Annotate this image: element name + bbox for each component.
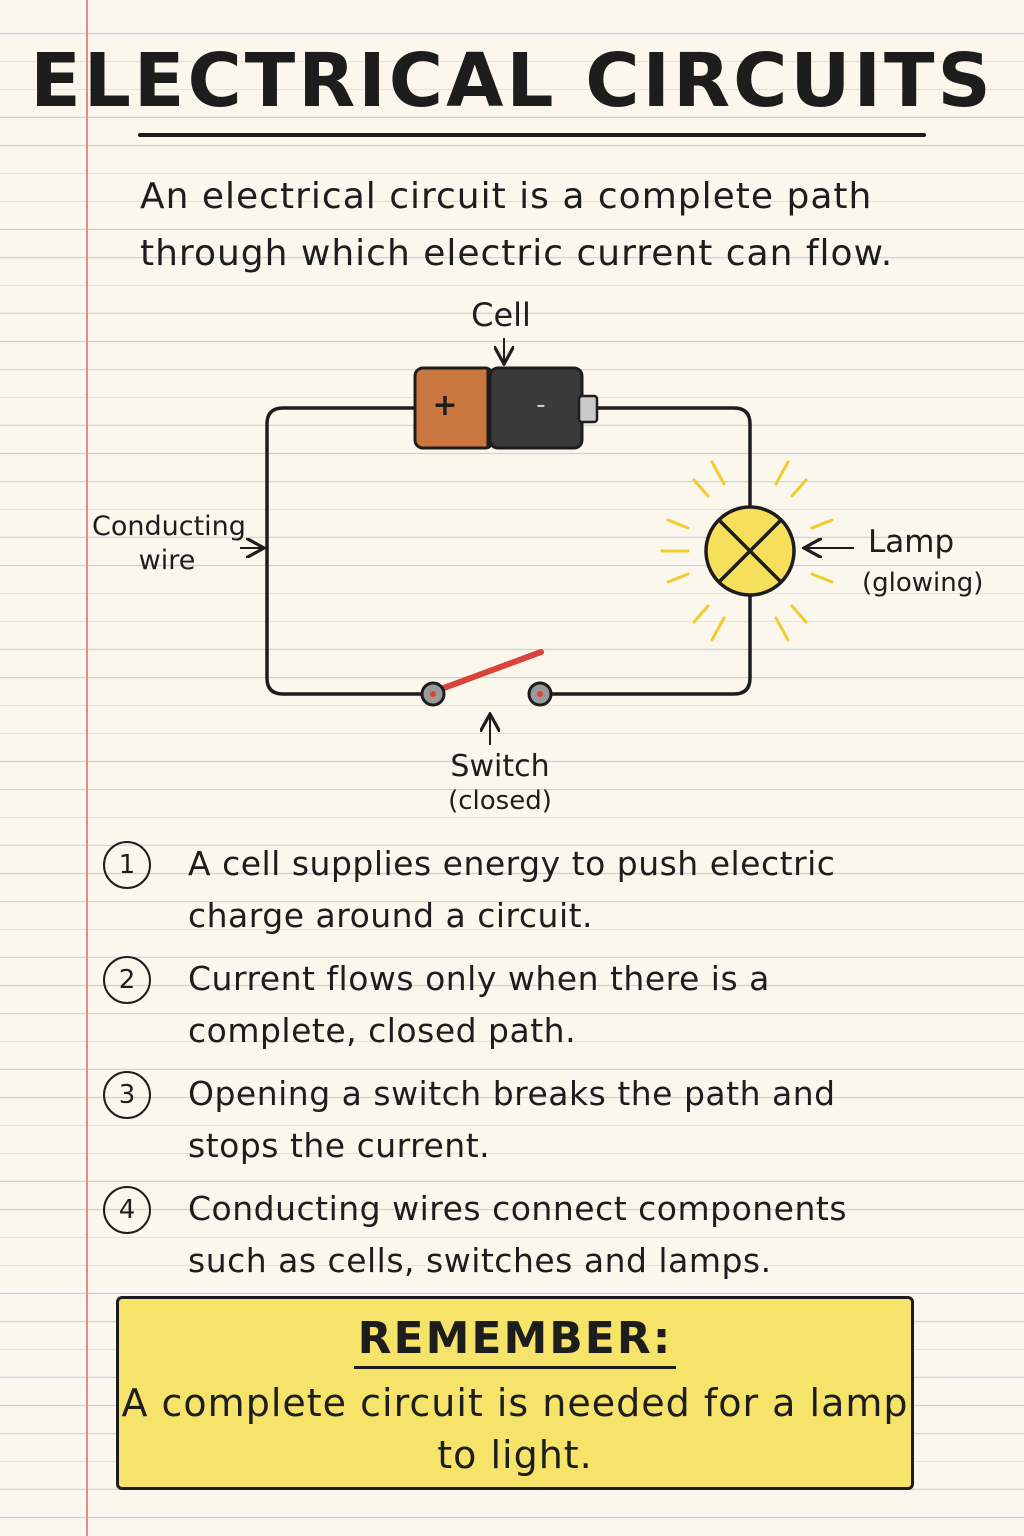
- lamp-glow-icon: [660, 460, 834, 642]
- notebook-margin-line: [86, 0, 88, 1536]
- circuit-diagram: [240, 338, 854, 745]
- lamp-icon: [704, 505, 796, 597]
- wire-label-line1: Conducting: [92, 511, 246, 542]
- point-text: Current flows only when there is a compl…: [188, 959, 770, 1050]
- wire-label-line2: wire: [138, 545, 196, 576]
- point-text: Opening a switch breaks the path and sto…: [188, 1074, 836, 1165]
- wire-label: Conducting wire: [92, 510, 246, 578]
- intro-text: An electrical circuit is a complete path…: [140, 176, 894, 274]
- list-item: 4 Conducting wires connect components su…: [100, 1183, 920, 1298]
- lamp-label: Lamp: [868, 524, 955, 560]
- conducting-wire-lamp-bottom: [540, 587, 752, 696]
- lamp-state-label: (glowing): [862, 568, 984, 598]
- cell-label: Cell: [471, 296, 531, 334]
- conducting-wire-right: [598, 406, 752, 515]
- point-number: 3: [103, 1071, 151, 1119]
- point-text: A cell supplies energy to push electric …: [188, 844, 836, 935]
- conducting-wire: [265, 406, 433, 696]
- switch-state-label: (closed): [448, 786, 552, 816]
- cell-minus-sign: -: [536, 390, 546, 420]
- title-underline: [138, 133, 926, 137]
- point-number: 1: [103, 841, 151, 889]
- cell-plus-sign: +: [432, 388, 458, 423]
- cell-icon: [413, 366, 599, 450]
- page-title: ELECTRICAL CIRCUITS: [30, 38, 994, 124]
- list-item: 3 Opening a switch breaks the path and s…: [100, 1068, 920, 1183]
- switch-label: Switch: [450, 749, 550, 784]
- point-number: 4: [103, 1186, 151, 1234]
- point-number: 2: [103, 956, 151, 1004]
- switch-icon: [420, 649, 553, 707]
- list-item: 1 A cell supplies energy to push electri…: [100, 838, 920, 953]
- key-points-list: 1 A cell supplies energy to push electri…: [100, 838, 920, 1298]
- point-text: Conducting wires connect components such…: [188, 1189, 848, 1280]
- remember-box: REMEMBER: A complete circuit is needed f…: [116, 1296, 914, 1490]
- remember-text: A complete circuit is needed for a lamp …: [121, 1381, 909, 1477]
- remember-heading: REMEMBER:: [353, 1313, 677, 1369]
- list-item: 2 Current flows only when there is a com…: [100, 953, 920, 1068]
